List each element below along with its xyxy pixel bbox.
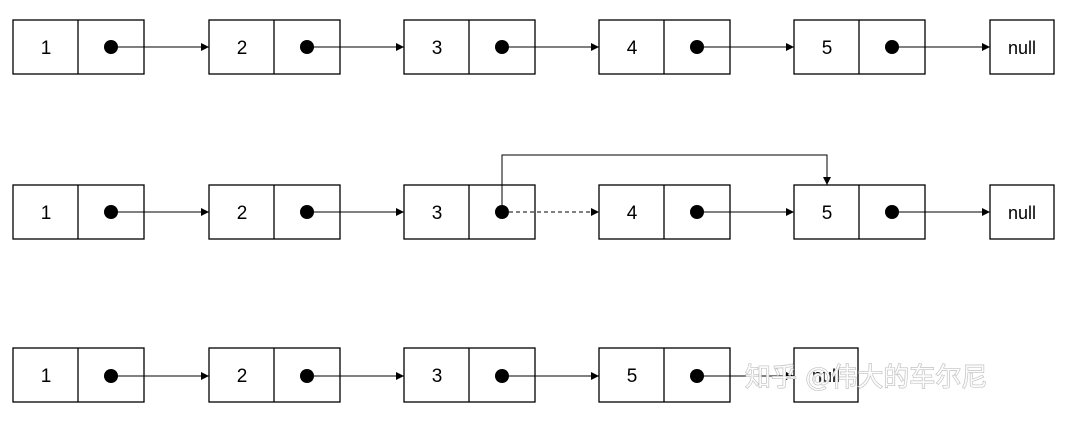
row-1-null-node: null bbox=[989, 19, 1055, 75]
row-2: 1 2 3 4 5 bbox=[12, 154, 1055, 240]
row-2-node-5-value: 5 bbox=[822, 203, 833, 224]
row-3-node-1: 1 bbox=[12, 347, 145, 403]
row-1-node-2-value: 2 bbox=[237, 38, 248, 59]
row-3-node-5-value: 5 bbox=[627, 366, 638, 387]
row-1-node-1-value: 1 bbox=[41, 38, 52, 59]
row-2-null-label: null bbox=[1008, 203, 1036, 223]
row-1: 1 2 3 4 5 bbox=[12, 19, 1055, 75]
row-1-node-5-value: 5 bbox=[822, 38, 833, 59]
row-1-node-4-value: 4 bbox=[627, 38, 638, 59]
row-3-node-1-value: 1 bbox=[41, 366, 52, 387]
row-3-node-5: 5 bbox=[598, 347, 731, 403]
row-3: 1 2 3 5 null bbox=[12, 347, 859, 403]
row-2-null-node: null bbox=[989, 184, 1055, 240]
row-3-null-node: null bbox=[793, 347, 859, 403]
row-3-node-3: 3 bbox=[403, 347, 536, 403]
row-2-node-3-pointer-dot bbox=[495, 205, 509, 219]
zhihu-watermark: 知乎 @伟大的车尔尼 bbox=[745, 363, 987, 393]
row-1-node-3-value: 3 bbox=[432, 38, 443, 59]
row-3-node-3-value: 3 bbox=[432, 366, 443, 387]
row-2-node-1-value: 1 bbox=[41, 203, 52, 224]
row-2-node-3-value: 3 bbox=[432, 203, 443, 224]
row-1-null-label: null bbox=[1008, 38, 1036, 58]
row-2-node-3: 3 bbox=[403, 184, 536, 240]
row-3-node-2-value: 2 bbox=[237, 366, 248, 387]
row-2-node-2-value: 2 bbox=[237, 203, 248, 224]
row-3-null-label: null bbox=[812, 366, 840, 386]
row-3-node-2: 2 bbox=[208, 347, 341, 403]
row-2-bypass-link-3-to-5 bbox=[501, 154, 831, 212]
row-2-node-4-value: 4 bbox=[627, 203, 638, 224]
